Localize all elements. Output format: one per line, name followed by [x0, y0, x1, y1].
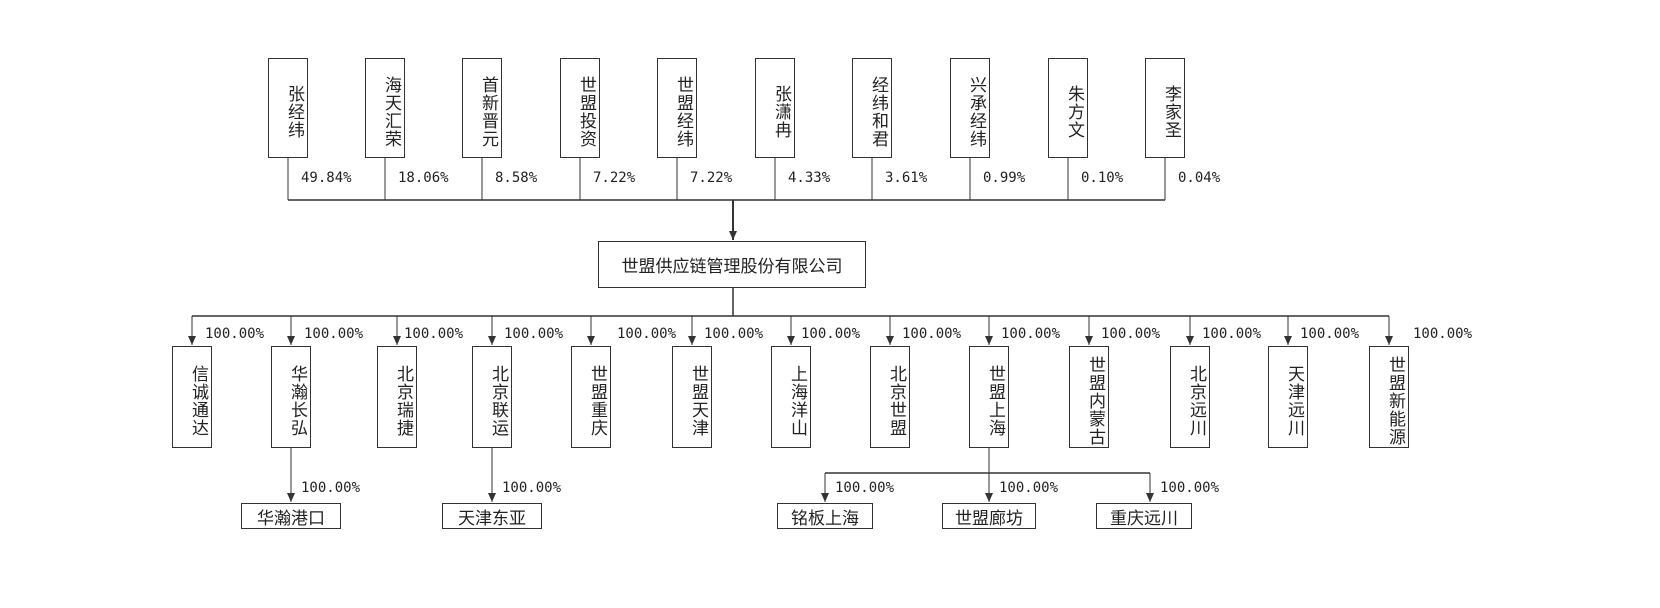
subsidiary-box: 北京联运: [472, 346, 512, 448]
subsidiary-box: 华瀚长弘: [271, 346, 311, 448]
arrow-head: [488, 493, 496, 502]
shareholder-box: 兴承经纬: [950, 58, 990, 158]
arrow-head: [787, 336, 795, 345]
arrow-head: [886, 336, 894, 345]
subsidiary-percent: 100.00%: [1001, 326, 1061, 342]
arrow-head: [1085, 336, 1093, 345]
arrow-head: [287, 336, 295, 345]
subsidiary-box: 天津远川: [1268, 346, 1308, 448]
subsidiary-percent: 100.00%: [1101, 326, 1161, 342]
shareholder-box: 首新晋元: [462, 58, 502, 158]
child-company-box: 华瀚港口: [241, 503, 341, 529]
arrow-head: [821, 493, 829, 502]
child-company-box: 世盟廊坊: [942, 503, 1036, 529]
subsidiary-box: 信诚通达: [172, 346, 212, 448]
arrow-head: [729, 231, 737, 240]
arrow-head: [1146, 493, 1154, 502]
subsidiary-percent: 100.00%: [1202, 326, 1262, 342]
shareholder-box: 世盟经纬: [657, 58, 697, 158]
arrow-head: [488, 336, 496, 345]
child-percent: 100.00%: [835, 480, 895, 496]
shareholder-box: 世盟投资: [560, 58, 600, 158]
subsidiary-percent: 100.00%: [902, 326, 962, 342]
arrow-head: [188, 336, 196, 345]
shareholding-percent: 18.06%: [398, 170, 449, 186]
arrow-head: [393, 336, 401, 345]
shareholder-box: 朱方文: [1048, 58, 1088, 158]
subsidiary-percent: 100.00%: [304, 326, 364, 342]
subsidiary-box: 北京世盟: [870, 346, 910, 448]
shareholding-percent: 49.84%: [301, 170, 352, 186]
child-percent: 100.00%: [502, 480, 562, 496]
subsidiary-box: 世盟新能源: [1369, 346, 1409, 448]
arrow-head: [1385, 336, 1393, 345]
child-percent: 100.00%: [1160, 480, 1220, 496]
child-percent: 100.00%: [301, 480, 361, 496]
shareholding-percent: 7.22%: [690, 170, 733, 186]
subsidiary-percent: 100.00%: [704, 326, 764, 342]
shareholding-percent: 0.04%: [1178, 170, 1221, 186]
subsidiary-box: 世盟天津: [672, 346, 712, 448]
shareholder-box: 经纬和君: [852, 58, 892, 158]
shareholder-box: 李家圣: [1145, 58, 1185, 158]
subsidiary-percent: 100.00%: [1413, 326, 1473, 342]
arrow-head: [688, 336, 696, 345]
subsidiary-box: 世盟上海: [969, 346, 1009, 448]
shareholding-percent: 0.10%: [1081, 170, 1124, 186]
shareholder-box: 海天汇荣: [365, 58, 405, 158]
arrow-head: [985, 493, 993, 502]
subsidiary-percent: 100.00%: [617, 326, 677, 342]
arrow-head: [985, 336, 993, 345]
subsidiary-box: 北京瑞捷: [377, 346, 417, 448]
shareholding-percent: 0.99%: [983, 170, 1026, 186]
shareholding-percent: 7.22%: [593, 170, 636, 186]
arrow-head: [1284, 336, 1292, 345]
subsidiary-box: 世盟内蒙古: [1069, 346, 1109, 448]
shareholding-percent: 8.58%: [495, 170, 538, 186]
subsidiary-box: 上海洋山: [771, 346, 811, 448]
child-percent: 100.00%: [999, 480, 1059, 496]
subsidiary-percent: 100.00%: [205, 326, 265, 342]
subsidiary-percent: 100.00%: [801, 326, 861, 342]
shareholder-box: 张经纬: [268, 58, 308, 158]
arrow-head: [287, 493, 295, 502]
shareholding-percent: 3.61%: [885, 170, 928, 186]
child-company-box: 天津东亚: [442, 503, 542, 529]
child-company-box: 铭板上海: [777, 503, 873, 529]
subsidiary-box: 北京远川: [1170, 346, 1210, 448]
subsidiary-box: 世盟重庆: [571, 346, 611, 448]
arrow-head: [1186, 336, 1194, 345]
arrow-head: [587, 336, 595, 345]
subsidiary-percent: 100.00%: [504, 326, 564, 342]
subsidiary-percent: 100.00%: [404, 326, 464, 342]
company-box: 世盟供应链管理股份有限公司: [598, 241, 866, 288]
subsidiary-percent: 100.00%: [1300, 326, 1360, 342]
shareholding-percent: 4.33%: [788, 170, 831, 186]
shareholder-box: 张潇冉: [755, 58, 795, 158]
child-company-box: 重庆远川: [1096, 503, 1192, 529]
